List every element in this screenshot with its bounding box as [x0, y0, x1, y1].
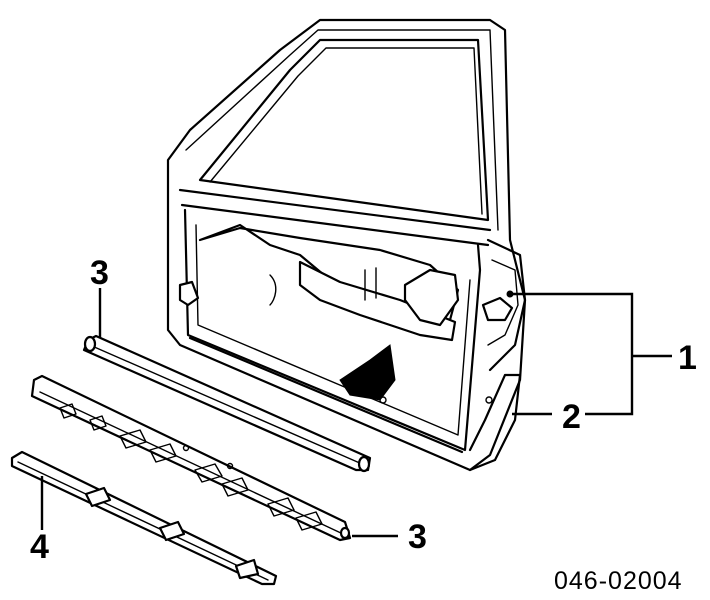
leader-lines [40, 288, 672, 538]
callout-3-top: 3 [90, 254, 109, 292]
part-number: 046-02004 [554, 567, 683, 595]
callout-2: 2 [562, 398, 581, 436]
reinforcement-strip [30, 374, 352, 542]
door-shell [166, 18, 527, 472]
intrusion-beam [82, 334, 372, 473]
callout-4: 4 [30, 528, 49, 566]
callout-1: 1 [678, 339, 697, 377]
bottom-trim-strip [10, 450, 278, 586]
callout-3-bottom: 3 [408, 518, 427, 556]
